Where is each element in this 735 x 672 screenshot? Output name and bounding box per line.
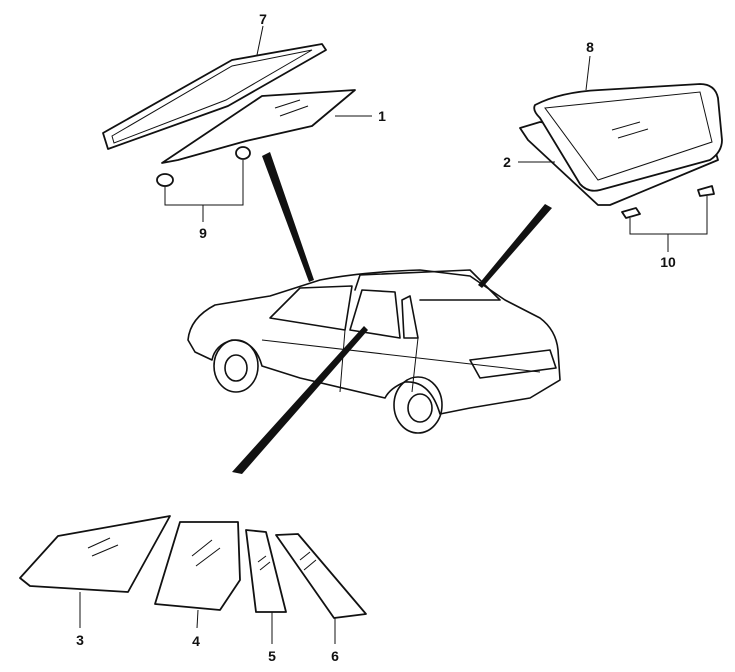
part-windshield-clips[interactable] — [156, 146, 251, 222]
part-rear-window-weatherstrip[interactable] — [533, 55, 723, 192]
callout-2: 2 — [503, 154, 511, 170]
callout-6: 6 — [331, 648, 339, 664]
callout-7: 7 — [259, 11, 267, 27]
callout-3: 3 — [76, 632, 84, 648]
part-windshield-glass[interactable] — [161, 89, 372, 164]
callout-9: 9 — [199, 225, 207, 241]
part-rear-door-glass[interactable] — [154, 521, 241, 629]
arrow-windshield — [262, 152, 314, 282]
arrow-rear-window — [478, 204, 552, 288]
part-rear-quarter-glass[interactable] — [275, 533, 367, 644]
part-rear-window-clips[interactable] — [621, 185, 715, 252]
callout-8: 8 — [586, 39, 594, 55]
callout-10: 10 — [660, 254, 676, 270]
car-illustration — [187, 269, 561, 434]
callout-1: 1 — [378, 108, 386, 124]
part-rear-door-quarter-glass[interactable] — [245, 529, 287, 644]
arrow-side-glass — [232, 326, 368, 474]
callout-4: 4 — [192, 633, 200, 649]
callout-5: 5 — [268, 648, 276, 664]
part-front-door-glass[interactable] — [19, 515, 171, 628]
part-windshield-weatherstrip[interactable] — [102, 25, 327, 150]
